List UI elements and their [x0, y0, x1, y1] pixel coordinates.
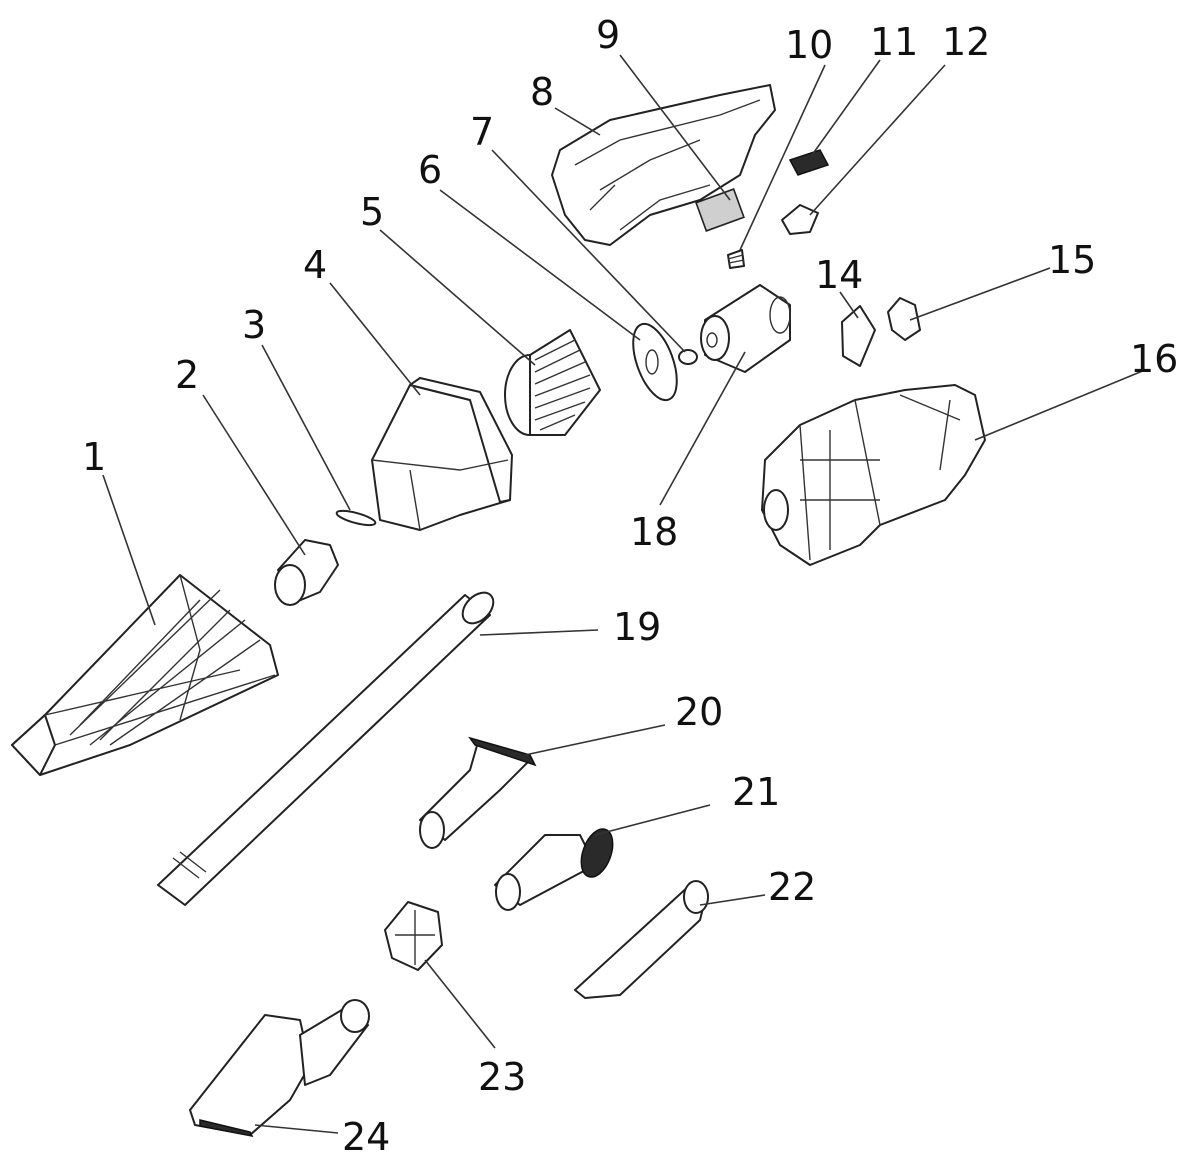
leader-6	[439, 189, 641, 341]
callout-14: 14	[815, 253, 863, 297]
callout-24: 24	[342, 1115, 390, 1159]
part-15-bracket	[887, 297, 921, 341]
leader-18	[659, 351, 746, 506]
part-8-9-housing-shell	[551, 84, 776, 246]
callout-16: 16	[1130, 337, 1178, 381]
leader-5	[379, 229, 536, 366]
callout-23: 23	[478, 1055, 526, 1099]
part-3-seal	[335, 509, 377, 527]
callout-7: 7	[470, 110, 494, 154]
leader-1	[102, 474, 156, 626]
part-20-upholstery-tool	[419, 736, 537, 849]
part-18-motor	[700, 284, 791, 373]
callout-labels: 1 2 3 4 5 6 7 8 9 10 11 12 14 15 16 18 1…	[82, 13, 1178, 1159]
part-22-crevice-tool	[574, 880, 709, 999]
callout-22: 22	[768, 865, 816, 909]
leader-10	[739, 64, 826, 251]
part-10-spring	[727, 249, 745, 269]
leader-7	[491, 149, 686, 353]
callout-21: 21	[732, 770, 780, 814]
part-23-cross-connector	[384, 901, 443, 971]
leader-4	[329, 282, 421, 396]
callout-2: 2	[175, 353, 199, 397]
leader-15	[909, 267, 1051, 321]
callout-8: 8	[530, 70, 554, 114]
callout-10: 10	[785, 23, 833, 67]
leader-12	[809, 64, 946, 216]
part-5-filter	[504, 329, 601, 436]
part-7-ring	[678, 349, 698, 365]
callout-3: 3	[242, 303, 266, 347]
callout-12: 12	[942, 20, 990, 64]
callout-18: 18	[630, 510, 678, 554]
part-14-circuit-board	[841, 305, 876, 367]
part-11-switch-cap	[788, 149, 830, 176]
leader-11	[811, 59, 881, 156]
part-16-handle-housing	[761, 384, 986, 566]
callout-20: 20	[675, 690, 723, 734]
leader-14	[839, 291, 859, 319]
part-21-dust-brush	[494, 828, 614, 911]
leader-3	[261, 344, 351, 511]
leader-21	[594, 804, 711, 836]
part-12-switch	[781, 204, 819, 235]
part-19-extension-tube	[157, 591, 495, 906]
callout-19: 19	[613, 605, 661, 649]
part-24-floor-head	[189, 999, 370, 1138]
part-6-disk	[632, 322, 678, 402]
leader-2	[202, 394, 306, 556]
leader-8	[554, 107, 601, 136]
leader-19	[479, 629, 599, 636]
leader-24	[254, 1124, 339, 1134]
callout-9: 9	[596, 13, 620, 57]
leader-9	[619, 54, 731, 201]
callout-11: 11	[870, 20, 918, 64]
leader-23	[424, 959, 496, 1049]
part-4-dust-cup	[371, 377, 513, 531]
leader-16	[974, 369, 1146, 441]
part-2-connector	[274, 539, 339, 606]
callout-5: 5	[360, 190, 384, 234]
leader-lines	[102, 54, 1146, 1134]
leader-22	[699, 894, 766, 906]
callout-4: 4	[303, 243, 327, 287]
callout-6: 6	[418, 148, 442, 192]
part-1-nozzle	[11, 574, 279, 776]
callout-1: 1	[82, 435, 106, 479]
leader-20	[524, 724, 666, 756]
callout-15: 15	[1048, 238, 1096, 282]
